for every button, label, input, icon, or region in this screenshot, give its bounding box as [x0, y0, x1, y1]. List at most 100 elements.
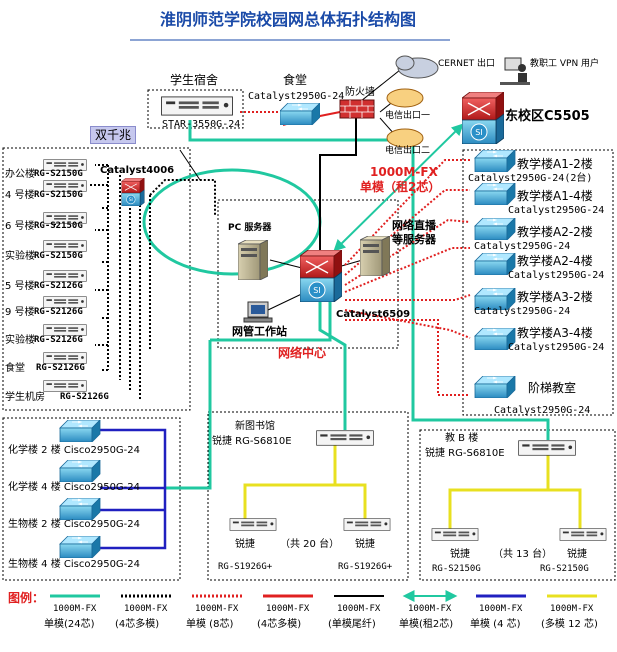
library-core-label: 锐捷 RG-S6810E	[212, 436, 292, 447]
teachingB-count: （共 13 台）	[493, 549, 553, 560]
legend-title: 图例：	[8, 591, 45, 605]
teachingB-core-label: 锐捷 RG-S6810E	[425, 448, 505, 459]
teaching-building-name: 教学楼A1-4楼	[517, 189, 593, 203]
teaching-building-model: Catalyst2950G-24(2台)	[468, 173, 593, 184]
library-count: （共 20 台）	[280, 539, 340, 550]
mgmt-station-icon	[243, 301, 273, 323]
legend-mode: (4芯多模)	[257, 619, 302, 630]
teaching-building-model: Catalyst2950G-24	[474, 241, 571, 252]
lecture-hall-label: 阶梯教室	[528, 381, 577, 395]
telecom2-cloud-icon	[386, 128, 424, 148]
legend-speed: 1000M-FX	[550, 604, 594, 614]
legend-speed: 1000M-FX	[53, 604, 97, 614]
legend-speed: 1000M-FX	[408, 604, 452, 614]
fiber-teal-library	[318, 300, 347, 430]
library-yellow-links	[243, 445, 367, 520]
left-building-model: RG-S2126G	[34, 307, 83, 317]
left-building-name: 4 号楼	[5, 190, 35, 201]
teachingB-yellow-links	[448, 455, 582, 530]
library-name: 新图书馆	[235, 421, 275, 432]
library-right-device	[343, 518, 391, 531]
library-core-device	[316, 430, 374, 446]
teaching-building-name: 教学楼A3-4楼	[517, 326, 593, 340]
lecture-hall-model: Catalyst2950G-24	[494, 405, 591, 416]
teachingB-core-device	[518, 440, 576, 456]
right-region	[462, 149, 614, 416]
star-switch-label: STAR-3550G-24	[162, 119, 241, 130]
mgmt-station-label: 网管工作站	[232, 325, 287, 338]
teachingB-left-device	[431, 528, 479, 541]
streaming-label-1: 网络直播	[392, 219, 436, 232]
streaming-server-device	[360, 236, 390, 276]
teaching-building-model: Catalyst2950G-24	[474, 306, 571, 317]
left-building-name: 学生机房	[5, 392, 45, 403]
bottom-left-building-label: 生物楼 4 楼 Cisco2950G-24	[8, 559, 141, 570]
teachingB-left-sw: 锐捷	[450, 549, 470, 560]
left-building-name: 办公楼	[5, 169, 35, 180]
legend-mode: 单模 (8芯)	[186, 619, 234, 630]
left-building-name: 6 号楼	[5, 221, 35, 232]
catalyst6509-device	[300, 250, 342, 302]
legend-speed: 1000M-FX	[337, 604, 381, 614]
vpn-user-icon	[500, 57, 530, 85]
telecom1-cloud-icon	[386, 88, 424, 108]
shuangqianzhao-pointer	[179, 149, 201, 181]
network-center-label: 网络中心	[278, 346, 327, 360]
left-building-name: 5 号楼	[5, 281, 35, 292]
telecom2-label: 电信出口二	[385, 146, 431, 156]
fiber-teal-center	[210, 290, 332, 342]
legend-speed: 1000M-FX	[479, 604, 523, 614]
left-building-model: RG-S2126G	[34, 281, 83, 291]
library-left-device	[229, 518, 277, 531]
catalyst4006-device	[121, 178, 145, 206]
library-right-model: RG-S1926G+	[338, 562, 393, 572]
catalyst4006-label: Catalyst4006	[100, 165, 175, 176]
legend-mode: 单模(24芯)	[44, 619, 95, 630]
teaching-building-name: 教学楼A2-2楼	[517, 225, 593, 239]
teaching-building-model: Catalyst2950G-24	[508, 342, 605, 353]
canteen-label: 食堂	[283, 73, 308, 87]
left-building-model: RG-S2150G	[34, 190, 83, 200]
legend-mode: 单模(租2芯)	[399, 619, 454, 630]
pc-server-label: PC 服务器	[228, 223, 272, 233]
firewall-link	[319, 118, 357, 255]
bottom-left-building-label: 生物楼 2 楼 Cisco2950G-24	[8, 519, 141, 530]
left-building-model: RG-S2150G	[34, 251, 83, 261]
library-right-sw: 锐捷	[355, 539, 375, 550]
fiber-teal-main	[188, 120, 550, 440]
library-region	[207, 411, 409, 581]
blue-bottom-links	[100, 428, 167, 550]
telecom1-label: 电信出口一	[385, 111, 431, 121]
left-building-name: 食堂	[5, 363, 25, 374]
catalyst6509-label: Catalyst6509	[336, 309, 411, 320]
link-label-speed: 1000M-FX	[370, 165, 438, 179]
left-building-name: 实验楼	[5, 251, 35, 262]
canteen-switch-label: Catalyst2950G-24	[248, 91, 345, 102]
firewall-icon	[339, 99, 375, 119]
left-building-model: RG-S2126G	[60, 392, 109, 402]
teachingB-right-sw: 锐捷	[567, 549, 587, 560]
firewall-label: 防火墙	[345, 87, 375, 98]
double-gigabit-ring	[142, 168, 322, 276]
teaching-building-name: 教学楼A2-4楼	[517, 254, 593, 268]
legend-speed: 1000M-FX	[195, 604, 239, 614]
link-label-mode: 单模（租2芯）	[360, 180, 441, 194]
vpn-label: 教职工 VPN 用户	[530, 59, 600, 69]
left-building-model: RG-S2150G	[34, 169, 83, 179]
left-building-name: 实验楼	[5, 335, 35, 346]
legend-speed: 1000M-FX	[124, 604, 168, 614]
library-left-model: RG-S1926G+	[218, 562, 273, 572]
library-left-sw: 锐捷	[235, 539, 255, 550]
teaching-building-model: Catalyst2950G-24	[508, 205, 605, 216]
pc-server-device	[238, 240, 268, 280]
bottom-left-building-label: 化学楼 4 楼 Cisco2950G-24	[8, 482, 141, 493]
teaching-building-model: Catalyst2950G-24	[508, 270, 605, 281]
left-building-model: RG-S2150G	[34, 221, 83, 231]
page-title: 淮阴师范学院校园网总体拓扑结构图	[160, 10, 417, 29]
teachingB-name: 教 B 楼	[445, 433, 479, 444]
streaming-label-2: 等服务器	[392, 233, 436, 246]
teaching-building-name: 教学楼A3-2楼	[517, 290, 593, 304]
east-campus-label: 东校区C5505	[505, 109, 590, 124]
star-switch-device	[161, 96, 233, 116]
